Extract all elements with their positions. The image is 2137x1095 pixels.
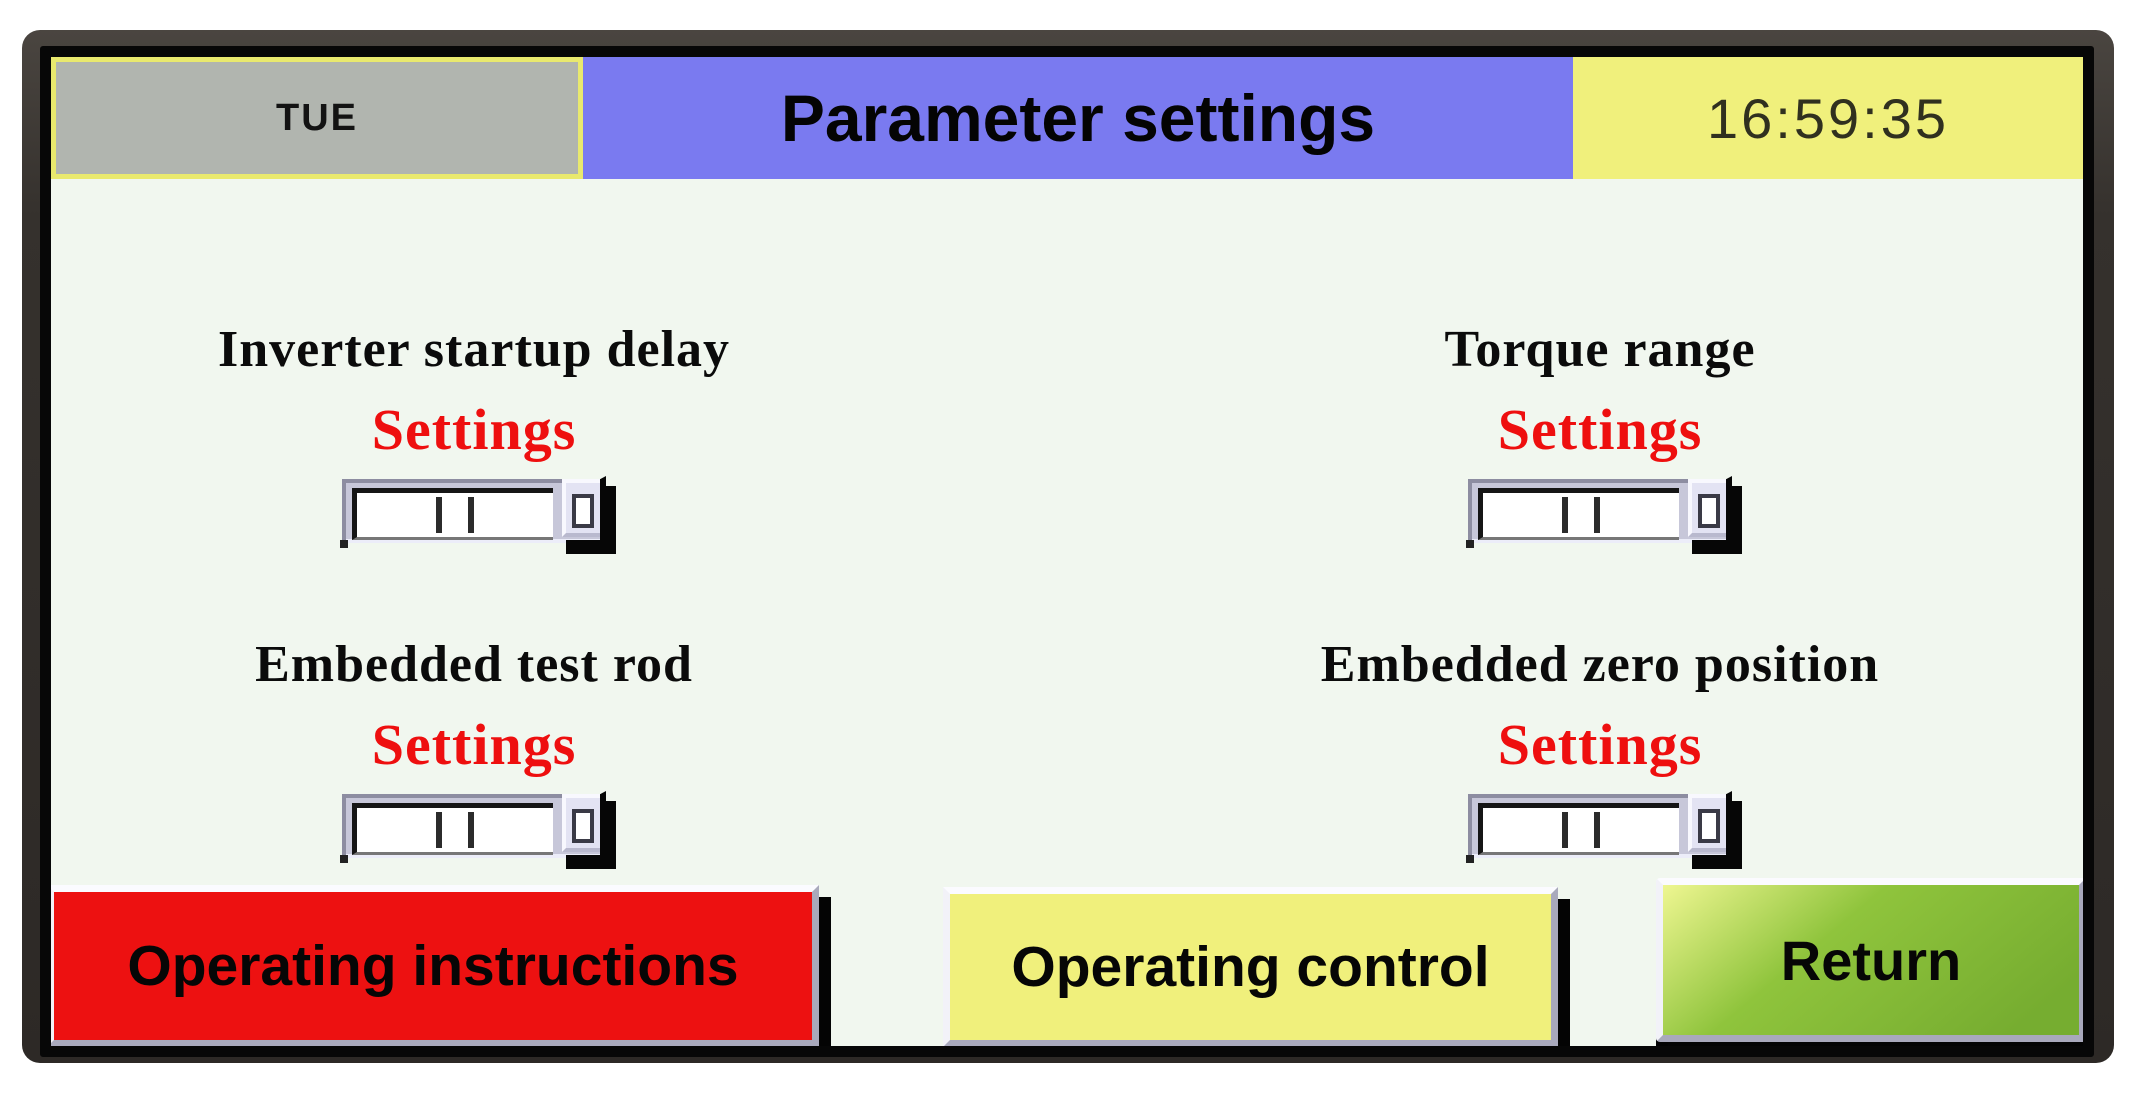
cursor-tick [436,812,442,848]
button-label: Return [1780,928,1962,992]
value-field[interactable] [1478,488,1679,540]
side-slot [1698,494,1720,528]
button-label: Operating control [1011,935,1490,999]
parameter-settings-panel: TUE Parameter settings 16:59:35 Inverter… [51,57,2083,1046]
value-field[interactable] [352,488,553,540]
parameter-label: Embedded test rod [255,636,693,693]
return-button[interactable]: Return [1656,878,2083,1042]
cursor-tick [1594,812,1600,848]
bottom-shadow [1692,855,1742,869]
device-bezel: TUE Parameter settings 16:59:35 Inverter… [22,30,2114,1063]
page-title-text: Parameter settings [780,81,1376,155]
settings-label: Settings [371,712,577,777]
settings-label: Settings [1497,712,1703,777]
value-input[interactable] [1466,791,1742,869]
clock-text: 16:59:35 [1707,86,1949,150]
cursor-tick [1562,812,1568,848]
value-input[interactable] [1466,476,1742,554]
side-shadow [600,486,616,554]
cursor-tick [468,812,474,848]
side-shadow [1726,801,1742,869]
input-side-button [1682,476,1742,554]
parameter-group-embedded-test-rod: Embedded test rod Settings [51,634,924,869]
operating-instructions-button[interactable]: Operating instructions [51,885,819,1046]
input-side-button [556,791,616,869]
cursor-tick [436,497,442,533]
cursor-tick [1594,497,1600,533]
parameter-group-inverter-startup-delay: Inverter startup delay Settings [51,319,924,554]
input-side-button [1682,791,1742,869]
settings-label: Settings [1497,397,1703,462]
side-slot [572,809,594,843]
operating-control-button[interactable]: Operating control [943,887,1558,1046]
day-label: TUE [276,96,358,139]
side-shadow [600,801,616,869]
side-shadow [1726,486,1742,554]
value-input[interactable] [340,791,616,869]
button-gap [1570,881,1656,1046]
side-slot [572,494,594,528]
screen-frame: TUE Parameter settings 16:59:35 Inverter… [40,46,2094,1057]
bottom-shadow [566,540,616,554]
button-gap [831,881,943,1046]
parameter-label: Inverter startup delay [217,321,731,378]
page-title: Parameter settings [583,57,1573,179]
day-indicator: TUE [51,57,583,179]
cursor-tick [1562,497,1568,533]
cursor-tick [468,497,474,533]
parameter-group-torque-range: Torque range Settings [1150,319,2050,554]
value-field[interactable] [352,803,553,855]
value-input[interactable] [340,476,616,554]
parameter-label: Torque range [1444,321,1756,378]
bottom-shadow [1692,540,1742,554]
parameter-group-embedded-zero-position: Embedded zero position Settings [1150,634,2050,869]
settings-label: Settings [371,397,577,462]
parameter-label: Embedded zero position [1320,636,1880,693]
input-side-button [556,476,616,554]
title-bar: TUE Parameter settings 16:59:35 [51,57,2083,179]
bottom-shadow [566,855,616,869]
button-label: Operating instructions [127,934,739,998]
side-slot [1698,809,1720,843]
clock: 16:59:35 [1573,57,2083,179]
value-field[interactable] [1478,803,1679,855]
